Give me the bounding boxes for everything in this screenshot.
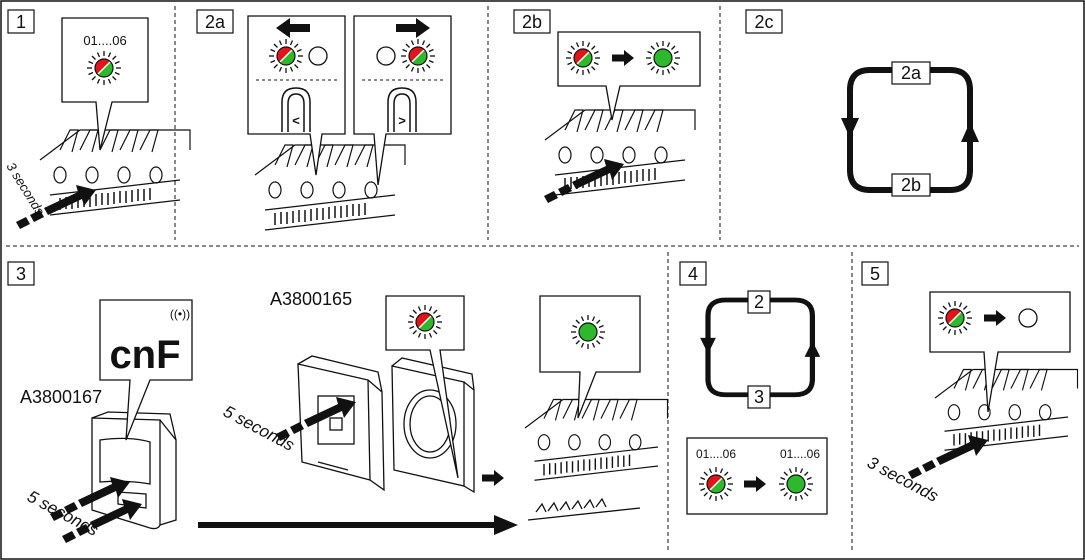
cycle-diagram (700, 300, 820, 395)
step-2c-panel: 2c 2a 2b (745, 9, 979, 197)
led-transition-box (686, 437, 828, 515)
range-label-before: 01....06 (696, 447, 736, 461)
led-off (1018, 308, 1038, 328)
cycle-bottom-label: 3 (754, 387, 764, 407)
controller-board (934, 368, 1079, 451)
led-range-label: 01....06 (83, 33, 126, 48)
step-2b-panel: 2b (513, 9, 701, 203)
led-off (308, 46, 328, 66)
button-left-label: < (292, 113, 300, 128)
display-callout (99, 299, 193, 441)
arrow-right-icon (396, 18, 430, 38)
five-seconds-label-2: 5 seconds (220, 402, 298, 455)
led-callout (61, 17, 149, 151)
step-4-panel: 4 2 3 01....06 01....06 (679, 261, 828, 515)
step-4-label: 4 (688, 264, 698, 284)
finger-left-icon (281, 87, 311, 132)
step-3-label: 3 (16, 264, 26, 284)
connector-strip (527, 497, 641, 521)
step-1-panel: 1 01....06 3 seconds (3, 9, 191, 229)
thermostat-a3800165-front (391, 357, 475, 494)
three-seconds-label: 3 seconds (864, 453, 942, 506)
controller-board (524, 398, 669, 481)
range-label-after: 01....06 (780, 447, 820, 461)
step-5-label: 5 (870, 264, 880, 284)
antenna-icon: ((•)) (170, 307, 190, 321)
model-a3800167-label: A3800167 (20, 387, 102, 407)
cycle-diagram (841, 70, 979, 190)
arrow-left-icon (276, 18, 310, 38)
three-seconds-label: 3 seconds (3, 160, 47, 219)
long-arrow (198, 515, 518, 535)
cycle-top-label: 2 (754, 292, 764, 312)
short-arrow (482, 470, 504, 486)
led-off (376, 46, 396, 66)
step-3-panel: 3 A3800167 ((•)) cnF 5 seconds A3800165 (7, 261, 669, 543)
step-2c-label: 2c (754, 12, 773, 32)
model-a3800165-label: A3800165 (270, 289, 352, 309)
led-callout (539, 295, 641, 419)
display-readout: cnF (109, 333, 180, 377)
button-right-label: > (398, 113, 406, 128)
callout-left (247, 15, 346, 176)
step-2a-label: 2a (205, 12, 226, 32)
controller-board (544, 109, 696, 196)
finger-right-icon (387, 87, 417, 132)
led-callout (385, 295, 465, 479)
step-5-panel: 5 3 seconds (861, 261, 1079, 506)
cycle-top-label: 2a (901, 63, 922, 83)
press-arrow (908, 435, 988, 479)
step-2b-label: 2b (522, 12, 542, 32)
step-1-label: 1 (16, 12, 26, 32)
cycle-bottom-label: 2b (901, 175, 921, 195)
step-2a-panel: 2a < > (196, 9, 452, 231)
led-callout (557, 31, 701, 121)
press-arrow (544, 159, 624, 203)
